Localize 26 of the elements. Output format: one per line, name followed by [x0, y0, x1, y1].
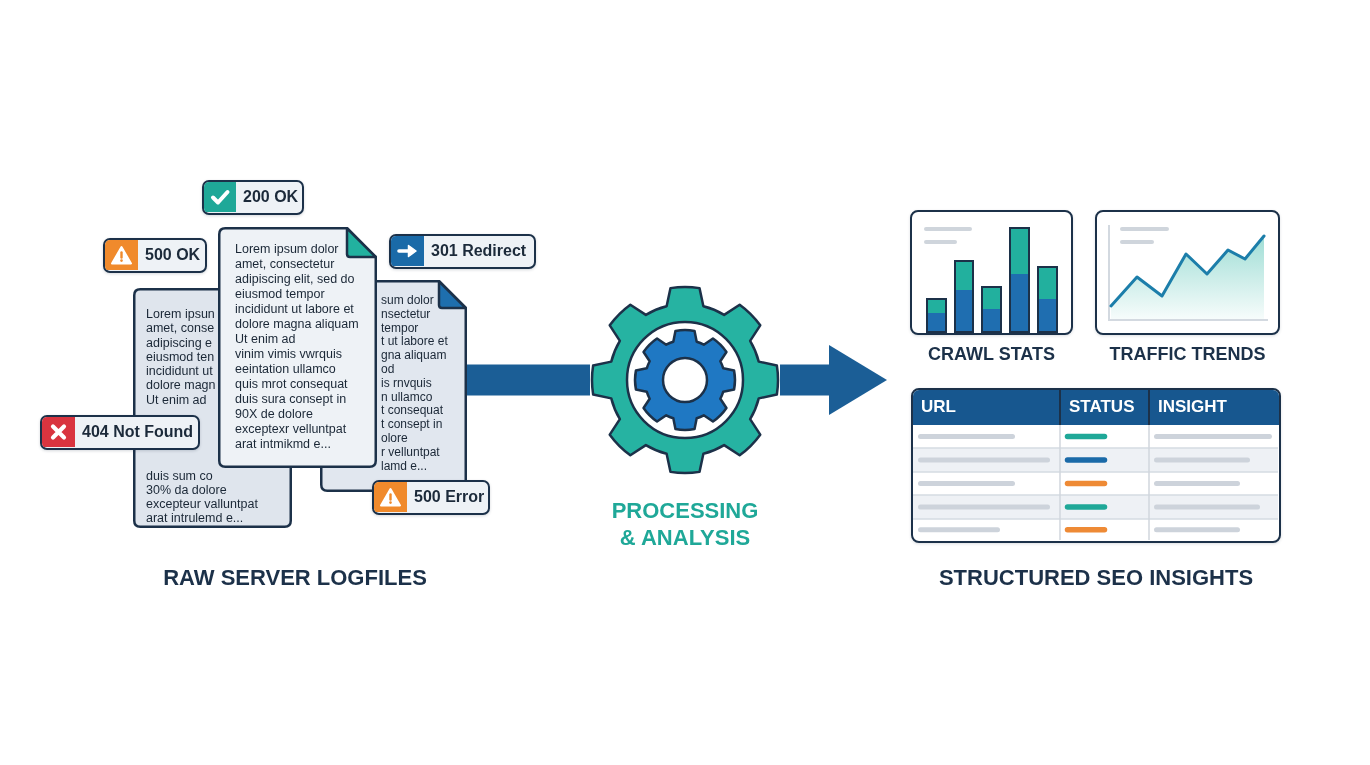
- column-header: STATUS: [1059, 390, 1148, 425]
- status-badge: [103, 238, 207, 273]
- section-caption: STRUCTURED SEO INSIGHTS: [938, 565, 1254, 591]
- status-badge: [372, 480, 490, 515]
- connector-bar: [467, 364, 590, 396]
- process-label: PROCESSING & ANALYSIS: [610, 497, 760, 551]
- status-badge: [202, 180, 304, 215]
- column-header: INSIGHT: [1148, 390, 1278, 425]
- status-code: 301 Redirect: [431, 241, 527, 261]
- status-code: 500 OK: [145, 245, 201, 265]
- document-page: [218, 227, 377, 468]
- status-code: 404 Not Found: [82, 422, 194, 442]
- chart-title: CRAWL STATS: [928, 343, 1055, 365]
- status-code: 500 Error: [414, 487, 485, 507]
- document-text: Lorem ipsum dolor amet, consectetur adipiscing elit, sed do eiusmod tempor incididunt ut labore et dolore magna aliquam Ut enim ad vinim vimis vwrquis eeintation ullamco quis mrot consequat duis sura consept in 90X de dolore exceptexr velluntpat arat intmikmd e...: [235, 242, 359, 452]
- flow-arrow: [780, 345, 887, 415]
- chart-title: TRAFFIC TRENDS: [1109, 343, 1266, 365]
- status-badge: [389, 234, 536, 269]
- status-code: 200 OK: [243, 187, 299, 207]
- document-text: duis sum co 30% da dolore excepteur valluntpat arat intrulemd e...: [146, 469, 258, 525]
- status-badge: [40, 415, 200, 450]
- document-text: Lorem ipsun amet, conse adipiscing e eiusmod ten incididunt ut dolore magn Ut enim ad: [146, 307, 216, 408]
- data-table: [911, 388, 1281, 543]
- section-caption: RAW SERVER LOGFILES: [163, 565, 427, 591]
- column-header: URL: [920, 396, 957, 418]
- document-text: sum dolor nsectetur tempor t ut labore et gna aliquam od is rnvquis n ullamco t consequat t consept in olore r velluntpat lamd e...: [381, 294, 448, 474]
